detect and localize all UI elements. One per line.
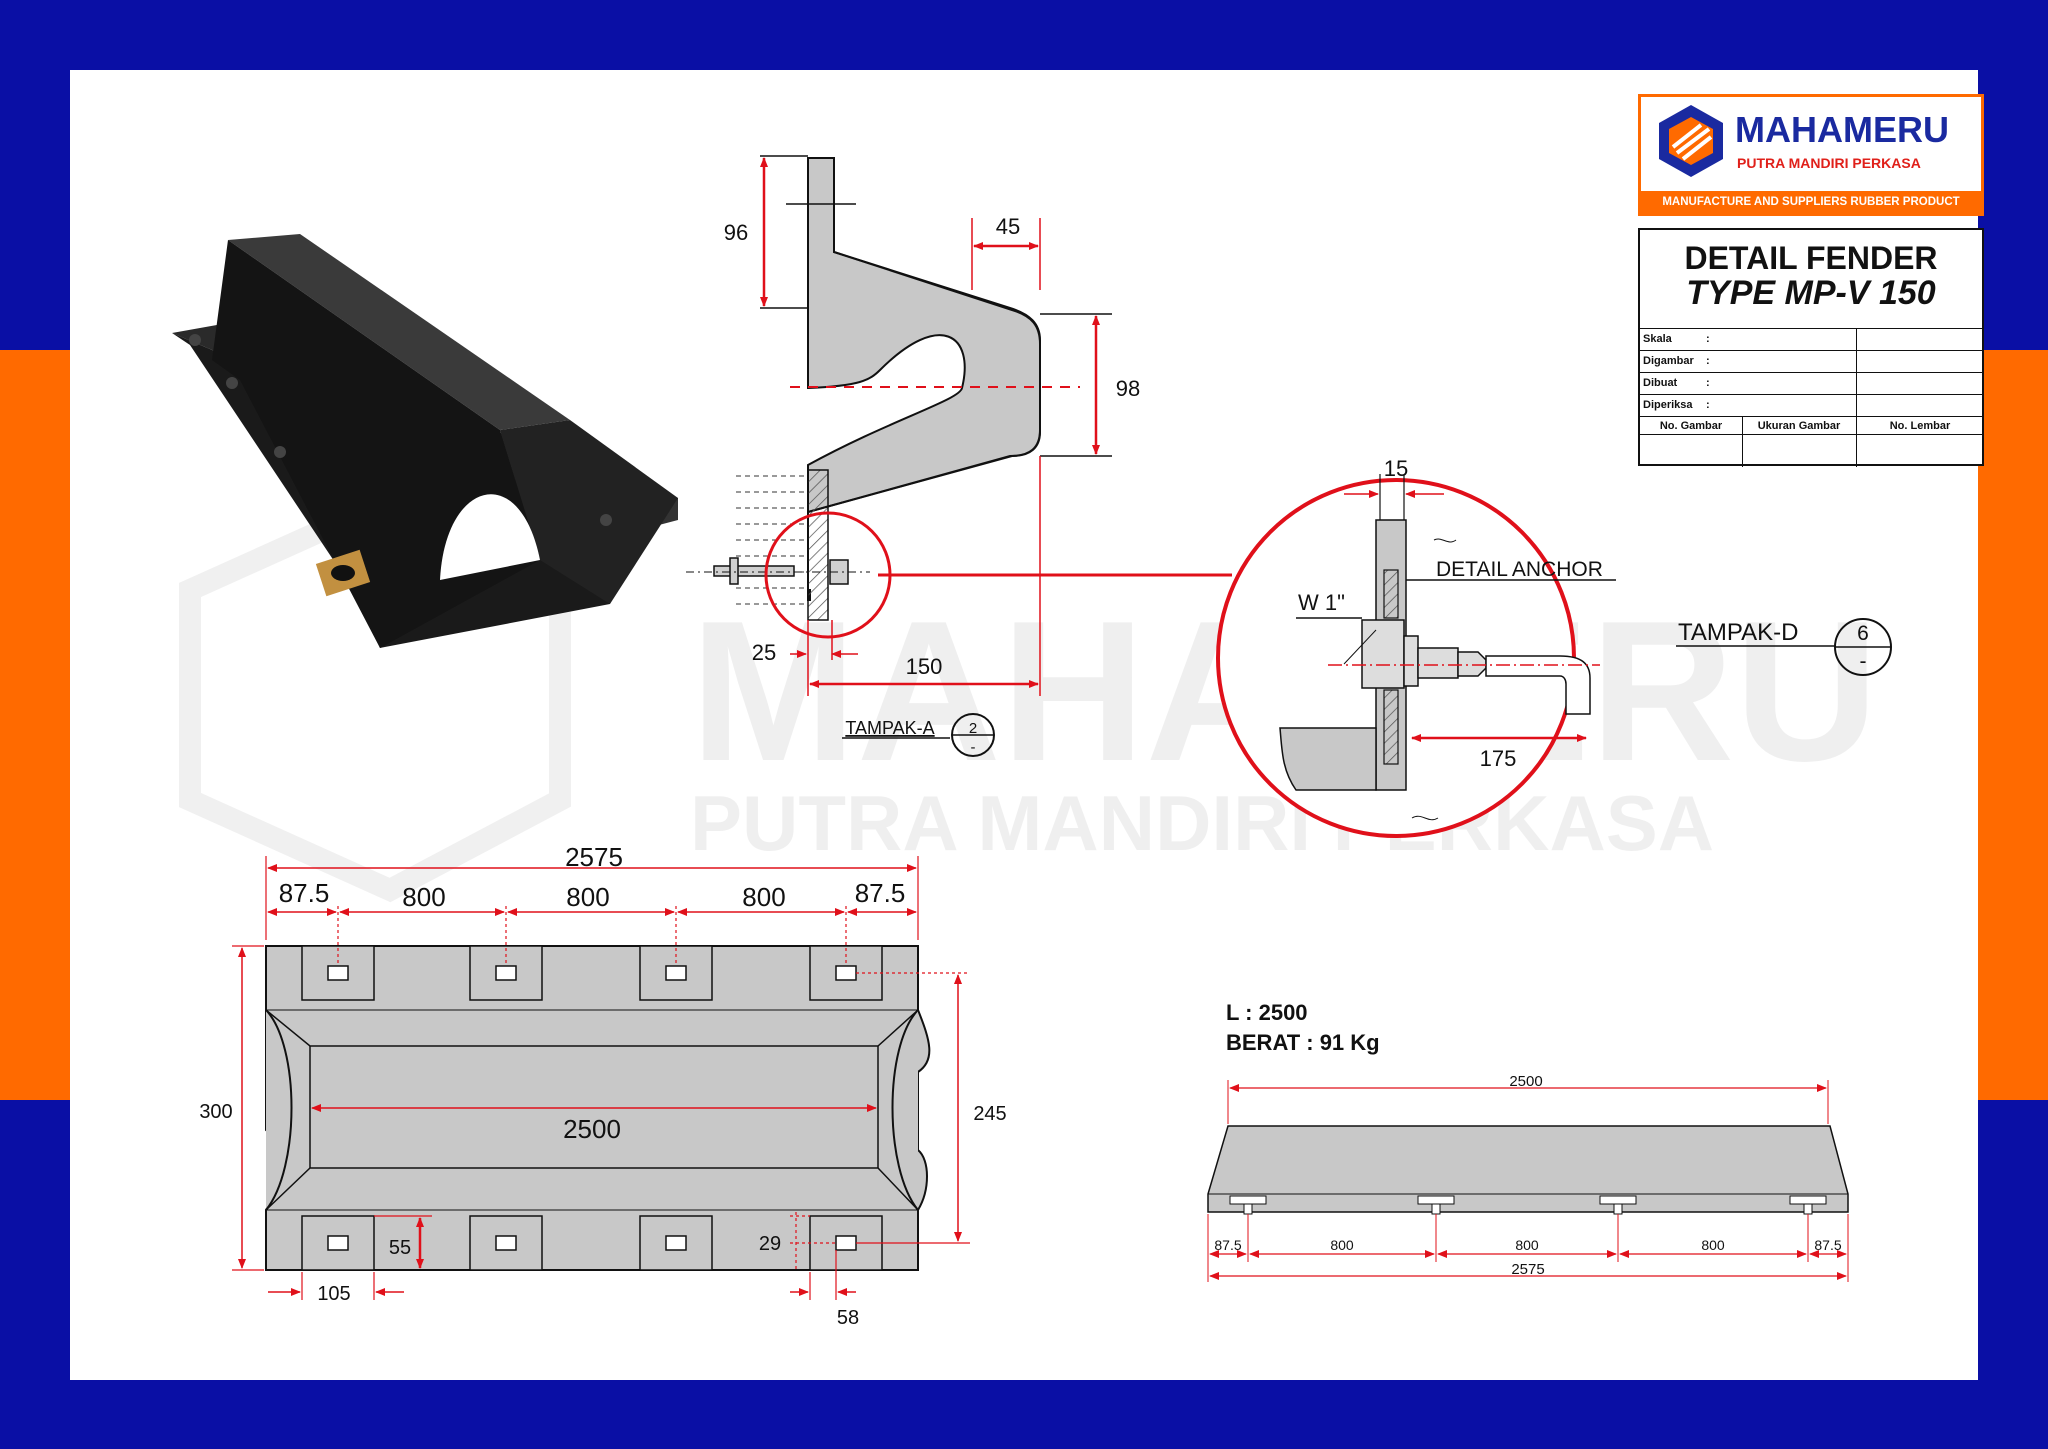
- title-row-colon: :: [1706, 333, 1710, 345]
- dim-side-spacing-1: 800: [1330, 1237, 1354, 1253]
- spec-length: L : 2500: [1226, 1000, 1308, 1025]
- title-row-colon: :: [1706, 399, 1710, 411]
- view-sheet-a: -: [971, 739, 976, 756]
- side-view: 2500 87.5 800 800 800 87.5 2575: [1207, 1073, 1849, 1282]
- dim-pad-height: 55: [389, 1237, 411, 1259]
- dim-side-spacing-2: 800: [1515, 1237, 1539, 1253]
- title-headers: No. Gambar Ukuran Gambar No. Lembar: [1640, 416, 1982, 467]
- dim-side-end-right: 87.5: [1814, 1237, 1841, 1253]
- anchor-bolt-size: W 1": [1298, 590, 1345, 615]
- dim-section-arch: 98: [1116, 376, 1140, 401]
- frame-accent-right: [1978, 350, 2048, 1100]
- fender-3d-image: [172, 234, 678, 648]
- spec-weight: BERAT : 91 Kg: [1226, 1030, 1380, 1055]
- title-footer: [1640, 434, 1982, 467]
- view-num-a: 2: [969, 720, 977, 737]
- dim-side-total: 2575: [1511, 1261, 1544, 1278]
- dim-section-height: 96: [724, 220, 748, 245]
- dim-section-top-width: 45: [996, 214, 1020, 239]
- dim-plan-spacing-3: 800: [742, 882, 785, 912]
- view-label-d: TAMPAK-D: [1678, 619, 1798, 646]
- brand-subtitle: PUTRA MANDIRI PERKASA: [1737, 155, 1921, 171]
- title-row-key: Digambar: [1643, 355, 1694, 367]
- frame-accent-left: [0, 350, 70, 1100]
- view-num-d: 6: [1857, 622, 1869, 645]
- watermark-subtitle: PUTRA MANDIRI PERKASA: [690, 779, 1714, 867]
- company-logo: MAHAMERU PUTRA MANDIRI PERKASA MANUFACTU…: [1638, 94, 1984, 216]
- section-view: 96 45 98 25 150 TAMPAK-A 2 -: [686, 155, 1232, 757]
- dim-side-spacing-3: 800: [1701, 1237, 1725, 1253]
- drawing-title: DETAIL FENDER: [1684, 240, 1938, 276]
- dim-plan-end-right: 87.5: [855, 878, 906, 908]
- dim-plan-total: 2575: [565, 842, 623, 872]
- dim-side-end-left: 87.5: [1214, 1237, 1241, 1253]
- dim-anchor-length: 175: [1480, 746, 1517, 771]
- dim-hole-offset-y: 29: [759, 1233, 781, 1255]
- anchor-detail: 15 DETAIL ANCHOR W 1" 175 TAMPAK-D 6 -: [1216, 456, 1892, 838]
- title-row: Skala :: [1640, 328, 1982, 351]
- title-row: Dibuat :: [1640, 372, 1982, 395]
- brand-name: MAHAMERU: [1735, 109, 1949, 150]
- dim-pad-width: 105: [317, 1283, 350, 1305]
- view-sheet-d: -: [1860, 650, 1867, 673]
- dim-plan-spacing-2: 800: [566, 882, 609, 912]
- dim-side-top: 2500: [1509, 1073, 1542, 1090]
- dim-plan-spacing-1: 800: [402, 882, 445, 912]
- header-ukuran-gambar: Ukuran Gambar: [1757, 420, 1841, 432]
- drawing-subtitle: TYPE MP-V 150: [1686, 274, 1936, 312]
- dim-plan-right-height: 245: [973, 1103, 1006, 1125]
- dim-hole-offset-x: 58: [837, 1307, 859, 1329]
- view-label-a: TAMPAK-A: [845, 718, 934, 738]
- title-row-colon: :: [1706, 377, 1710, 389]
- title-row-key: Diperiksa: [1643, 399, 1693, 411]
- title-block: DETAIL FENDER TYPE MP-V 150 Skala : Diga…: [1638, 228, 1984, 467]
- title-row: Digambar :: [1640, 350, 1982, 373]
- anchor-detail-label: DETAIL ANCHOR: [1436, 558, 1603, 581]
- dim-section-base-offset: 25: [752, 640, 776, 665]
- title-row-colon: :: [1706, 355, 1710, 367]
- dim-plan-end-left: 87.5: [279, 878, 330, 908]
- dim-plan-inner: 2500: [563, 1114, 621, 1144]
- title-row: Diperiksa :: [1640, 394, 1982, 417]
- brand-tagline: MANUFACTURE AND SUPPLIERS RUBBER PRODUCT: [1641, 191, 1981, 213]
- dim-anchor-plate: 15: [1384, 456, 1408, 481]
- header-no-gambar: No. Gambar: [1659, 420, 1723, 432]
- title-row-key: Dibuat: [1643, 377, 1678, 389]
- header-no-lembar: No. Lembar: [1889, 420, 1951, 432]
- plan-view: 2575 87.5 800 800 800 87.5 300 2500 245 …: [199, 842, 1006, 1329]
- dim-section-total-width: 150: [906, 654, 943, 679]
- title-row-key: Skala: [1643, 333, 1672, 345]
- dim-plan-height: 300: [199, 1101, 232, 1123]
- hexagon-logo-icon: [1659, 105, 1723, 177]
